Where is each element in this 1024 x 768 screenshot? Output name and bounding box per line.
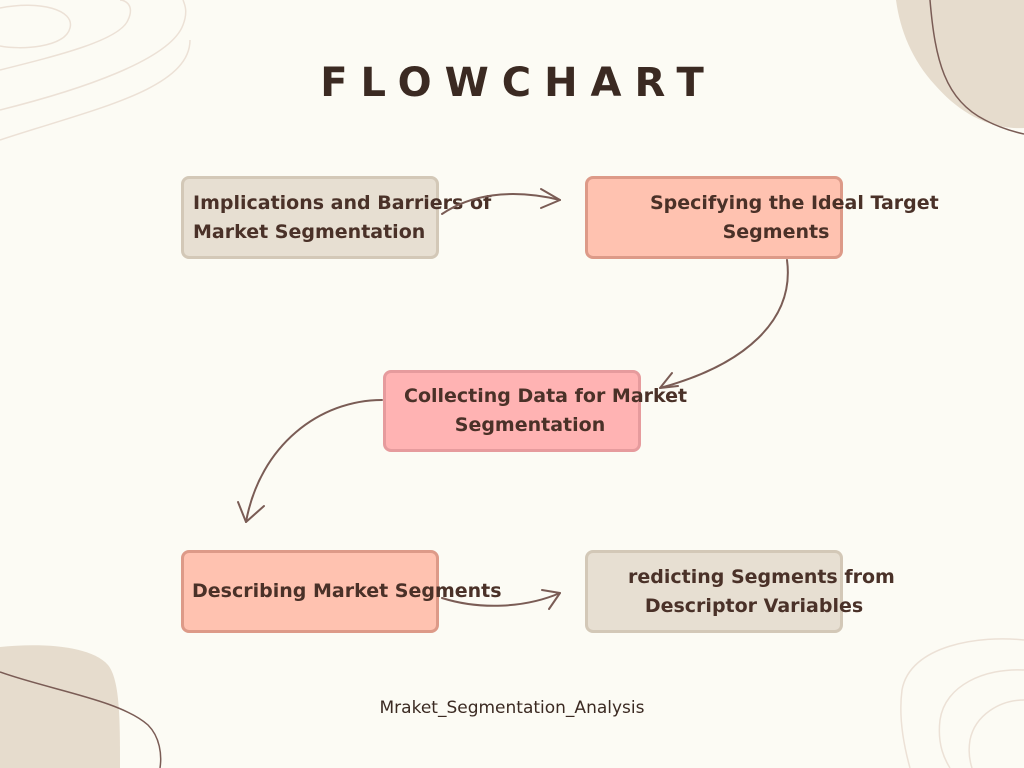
flow-node-label: redicting Segments from Descriptor Varia… (628, 565, 895, 617)
flow-node-label: Specifying the Ideal Target Segments (650, 191, 939, 243)
arrow-4-to-5 (441, 589, 561, 610)
top-right-blob (896, 0, 1024, 129)
bottom-left-curve (0, 671, 162, 768)
page-title: FLOWCHART (320, 60, 717, 106)
arrow-2-to-3 (659, 259, 789, 389)
arrow-1-to-2 (441, 188, 561, 215)
flow-node-describing: Describing Market Segments (181, 550, 502, 633)
top-left-wavy-lines (0, 0, 191, 141)
bottom-right-wavy-lines (900, 638, 1024, 768)
top-right-curve (929, 0, 1024, 135)
footer-caption: Mraket_Segmentation_Analysis (379, 698, 645, 718)
flow-node-label: Collecting Data for Market Segmentation (404, 385, 688, 436)
flow-node-ideal-target: Specifying the Ideal Target Segments (585, 176, 939, 259)
bottom-left-blob (0, 645, 120, 768)
flow-node-predicting: redicting Segments from Descriptor Varia… (585, 550, 895, 633)
arrow-3-to-4 (237, 399, 383, 523)
flow-node-implications: Implications and Barriers of Market Segm… (181, 176, 491, 259)
flow-node-collecting-data: Collecting Data for Market Segmentation (383, 370, 687, 452)
